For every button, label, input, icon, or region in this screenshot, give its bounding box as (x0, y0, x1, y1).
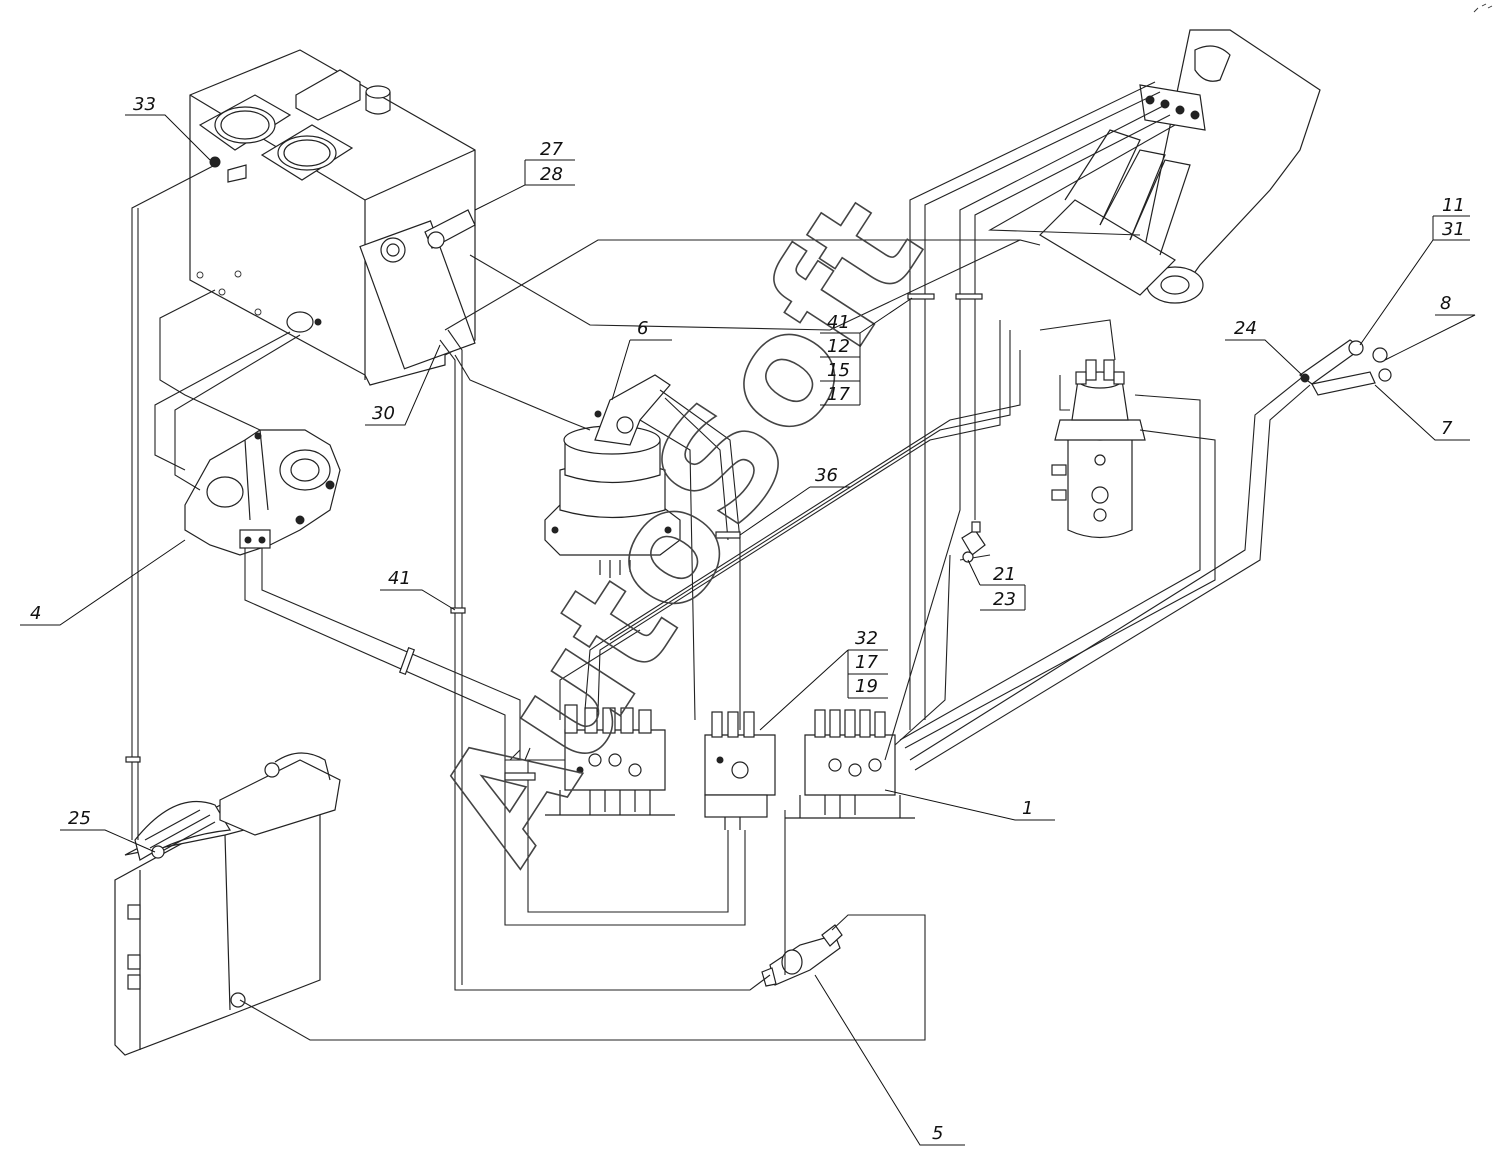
central-rotary-joint (1051, 359, 1146, 539)
callout-41-top: 41 (827, 312, 850, 333)
swing-motor (544, 374, 681, 578)
callout-6: 6 (637, 318, 648, 339)
callout-19: 19 (855, 676, 878, 697)
callout-1: 1 (1022, 798, 1033, 819)
callout-41-lower: 41 (388, 568, 411, 589)
callout-30: 30 (372, 403, 395, 424)
callout-23: 23 (993, 589, 1016, 610)
callout-17-lower: 17 (855, 652, 878, 673)
callout-4: 4 (30, 603, 41, 624)
callout-17-top: 17 (827, 384, 850, 405)
callout-32: 32 (855, 628, 878, 649)
callout-12: 12 (827, 336, 850, 357)
hose-lines (125, 81, 1311, 1041)
pressure-filter (761, 924, 843, 987)
callouts: 33 27 28 6 41 12 15 17 30 36 4 41 21 23 … (20, 94, 1476, 1146)
control-valve-left (545, 704, 675, 816)
callout-5: 5 (932, 1123, 943, 1144)
control-valve-middle (704, 711, 776, 830)
callout-33: 33 (133, 94, 156, 115)
callout-27: 27 (540, 139, 563, 160)
callout-24: 24 (1234, 318, 1257, 339)
hydraulic-pump (184, 429, 341, 556)
callout-7: 7 (1441, 418, 1453, 439)
excavator-boom (1039, 29, 1321, 304)
oil-cooler (114, 752, 341, 1056)
swivel-fittings (1298, 339, 1392, 396)
callout-11: 11 (1442, 195, 1465, 216)
callout-36: 36 (815, 465, 838, 486)
hydraulic-tank (189, 49, 476, 386)
corner-mark (1473, 3, 1493, 13)
callout-25: 25 (68, 808, 91, 829)
callout-8: 8 (1440, 293, 1451, 314)
callout-15: 15 (827, 360, 850, 381)
control-valve-right (785, 709, 915, 819)
callout-28: 28 (540, 164, 563, 185)
callout-31: 31 (1442, 219, 1465, 240)
callout-21: 21 (993, 564, 1016, 585)
